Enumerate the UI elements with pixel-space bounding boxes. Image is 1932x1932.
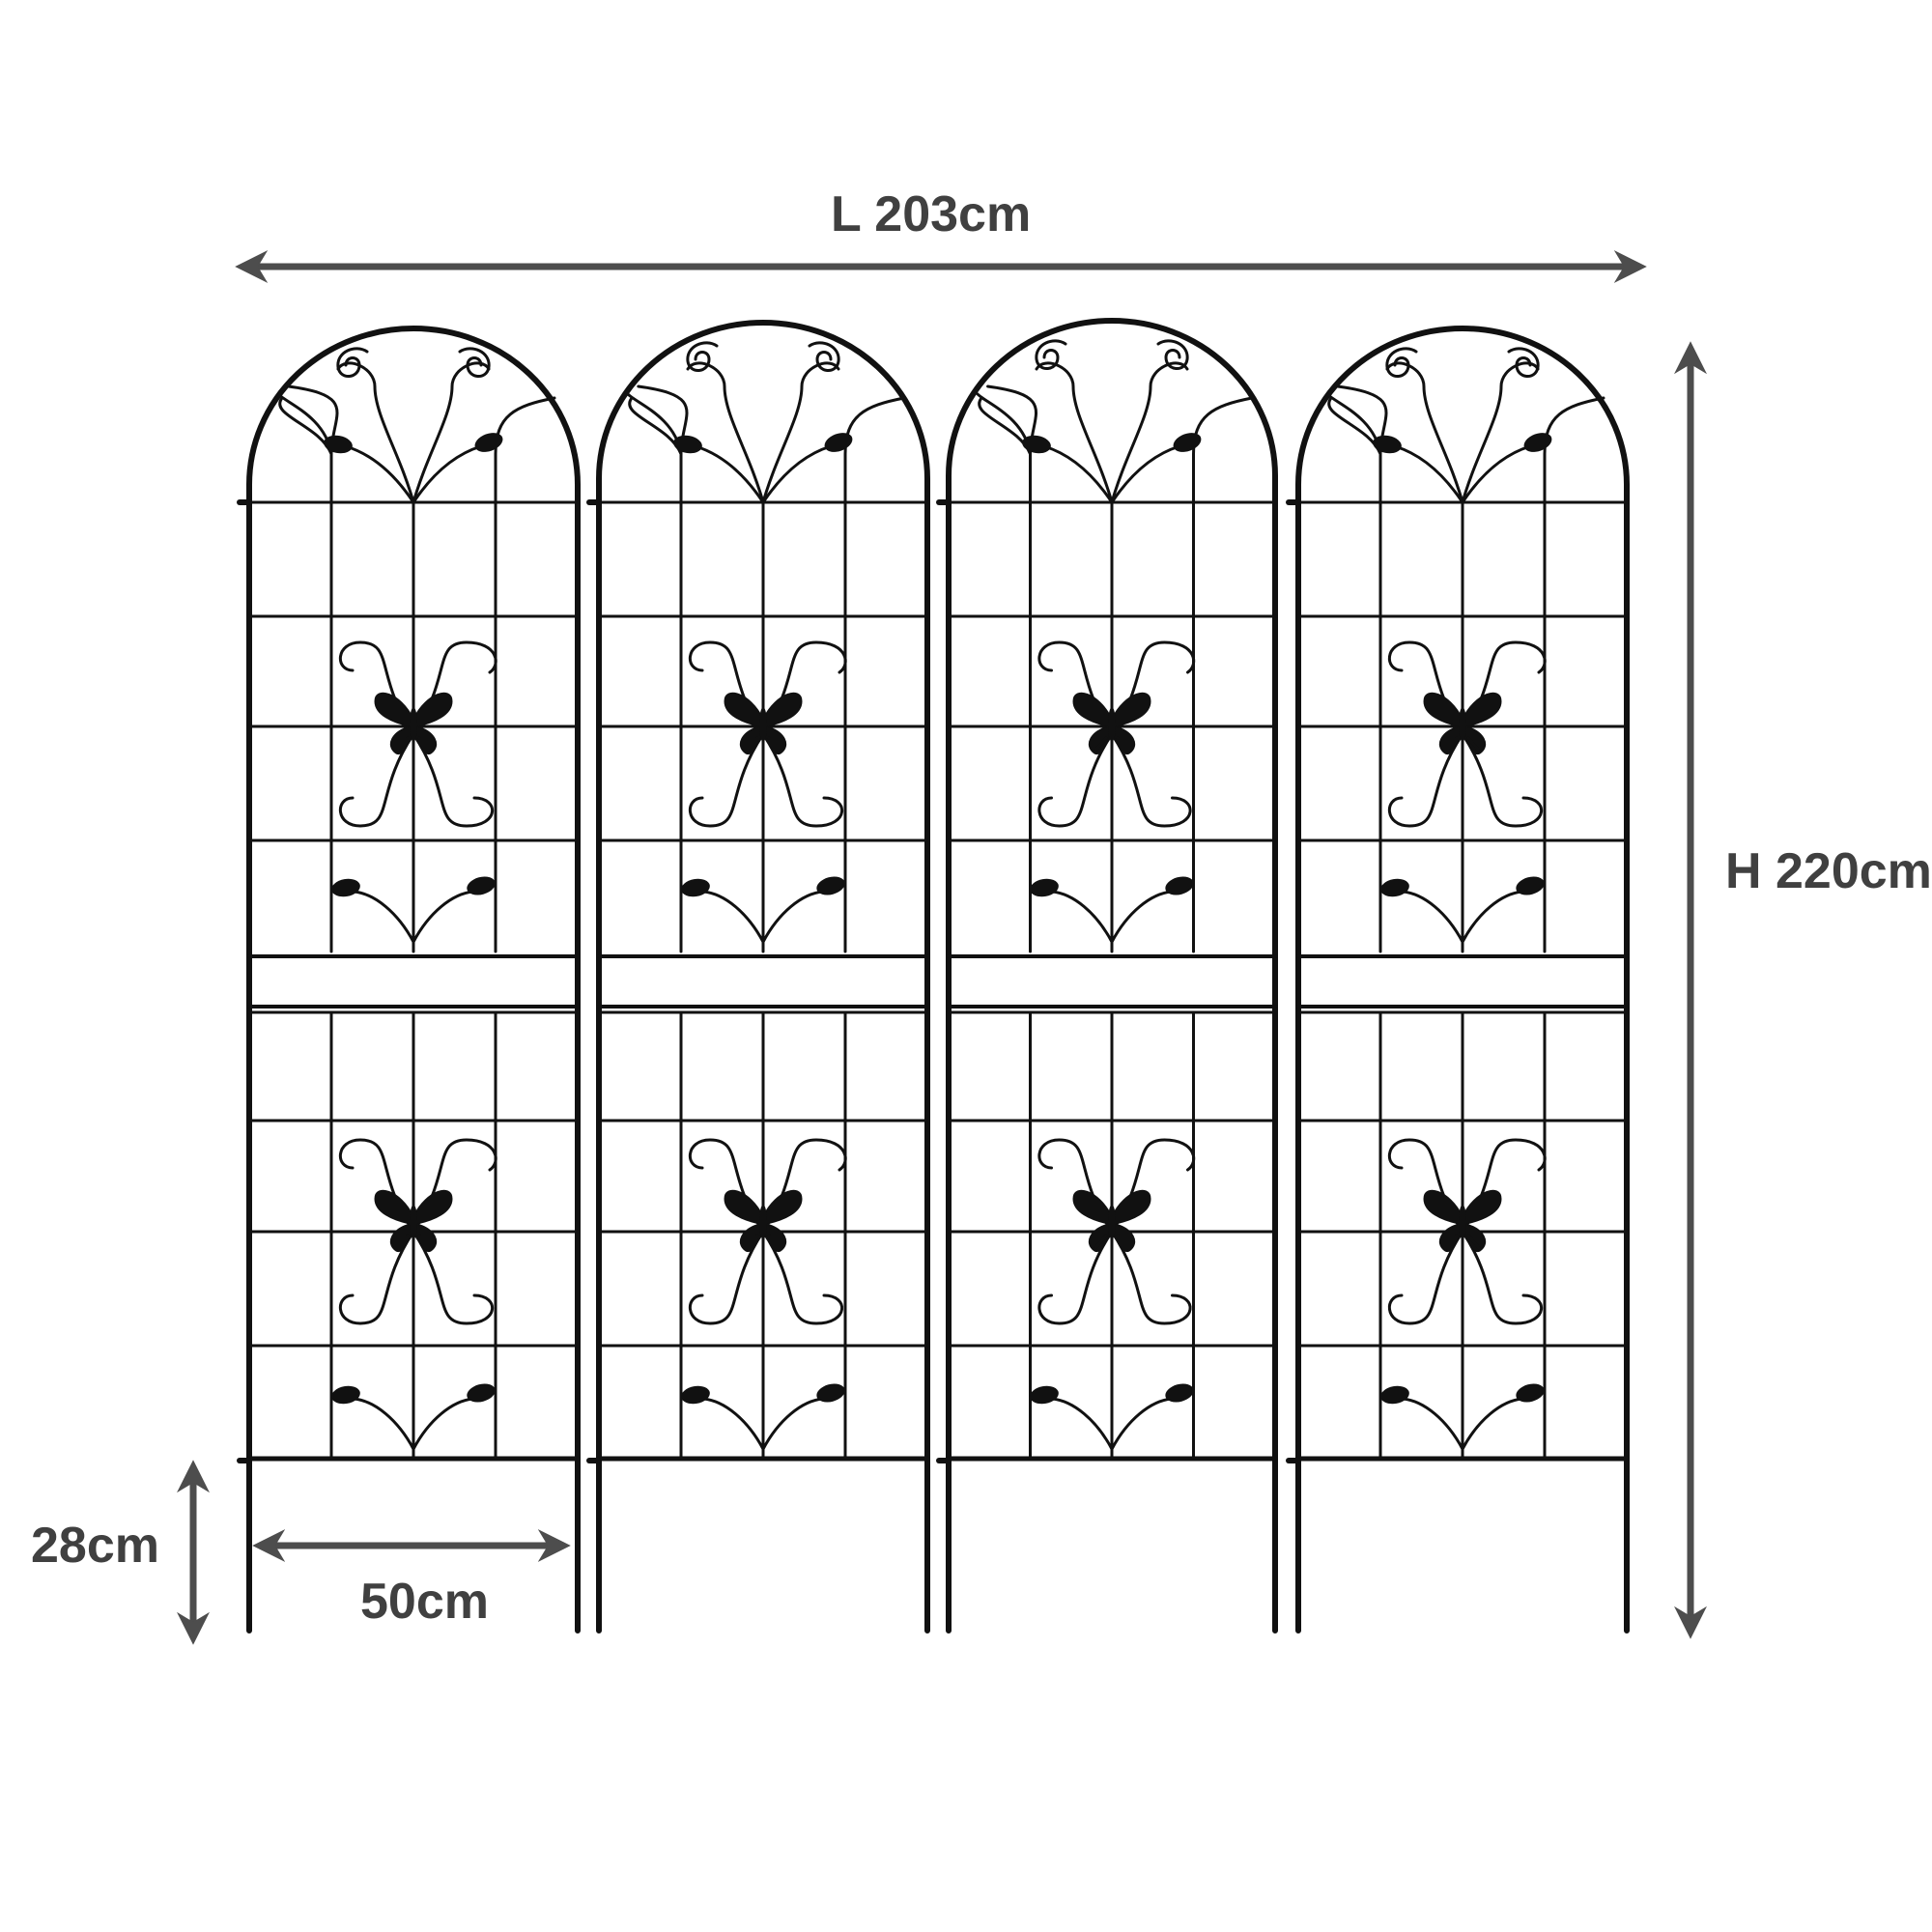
length-label: L 203cm	[831, 186, 1032, 242]
leaf-icon	[1373, 435, 1402, 454]
leaf-icon	[1165, 1383, 1194, 1403]
panel-width-label: 50cm	[360, 1574, 489, 1630]
trellis-section-lower	[597, 1010, 929, 1461]
leaf-icon	[1523, 433, 1552, 452]
scroll-icon	[458, 347, 491, 378]
trellis-section-upper	[247, 500, 580, 953]
leaf-icon	[1380, 1385, 1409, 1405]
butterfly-icon	[1072, 692, 1151, 755]
leaf-icon	[1030, 1385, 1059, 1405]
trellis-panels	[237, 318, 1630, 1634]
leaf-icon	[331, 878, 360, 897]
trellis-panel-1	[237, 326, 581, 1634]
butterfly-icon	[1423, 1189, 1502, 1253]
butterfly-icon	[374, 692, 453, 755]
butterfly-icon	[724, 692, 803, 755]
leg-height-label: 28cm	[31, 1518, 159, 1574]
trellis-section-lower	[947, 1010, 1277, 1461]
leaf-icon	[681, 878, 710, 897]
trellis-section-lower	[1296, 1010, 1629, 1461]
leaf-icon	[673, 435, 702, 454]
leaf-icon	[681, 1385, 710, 1405]
scroll-icon	[1385, 347, 1418, 378]
leaf-icon	[467, 1383, 496, 1403]
butterfly-icon	[374, 1189, 453, 1253]
trellis-panel-3	[936, 318, 1278, 1634]
leaf-icon	[1516, 876, 1545, 895]
butterfly-icon	[724, 1189, 803, 1253]
trellis-panel-4	[1286, 326, 1630, 1634]
scroll-icon	[1156, 339, 1189, 370]
leaf-icon	[816, 1383, 845, 1403]
scroll-icon	[686, 341, 719, 372]
leaf-icon	[1022, 435, 1051, 454]
trellis-panel-2	[586, 320, 930, 1634]
trellis-section-upper	[1296, 500, 1629, 953]
leaf-icon	[324, 435, 353, 454]
trellis-section-upper	[947, 500, 1277, 953]
scroll-icon	[1507, 347, 1540, 378]
leaf-icon	[467, 876, 496, 895]
scroll-icon	[1035, 339, 1067, 370]
leaf-icon	[331, 1385, 360, 1405]
leaf-icon	[1173, 433, 1202, 452]
scroll-icon	[336, 347, 369, 378]
leaf-icon	[1380, 878, 1409, 897]
leaf-icon	[1165, 876, 1194, 895]
scroll-icon	[808, 341, 840, 372]
butterfly-icon	[1072, 1189, 1151, 1253]
leaf-icon	[474, 433, 503, 452]
leaf-icon	[824, 433, 853, 452]
butterfly-icon	[1423, 692, 1502, 755]
leaf-icon	[1516, 1383, 1545, 1403]
height-label: H 220cm	[1725, 843, 1932, 899]
leaf-icon	[816, 876, 845, 895]
trellis-section-upper	[597, 500, 929, 953]
trellis-section-lower	[247, 1010, 580, 1461]
leaf-icon	[1030, 878, 1059, 897]
